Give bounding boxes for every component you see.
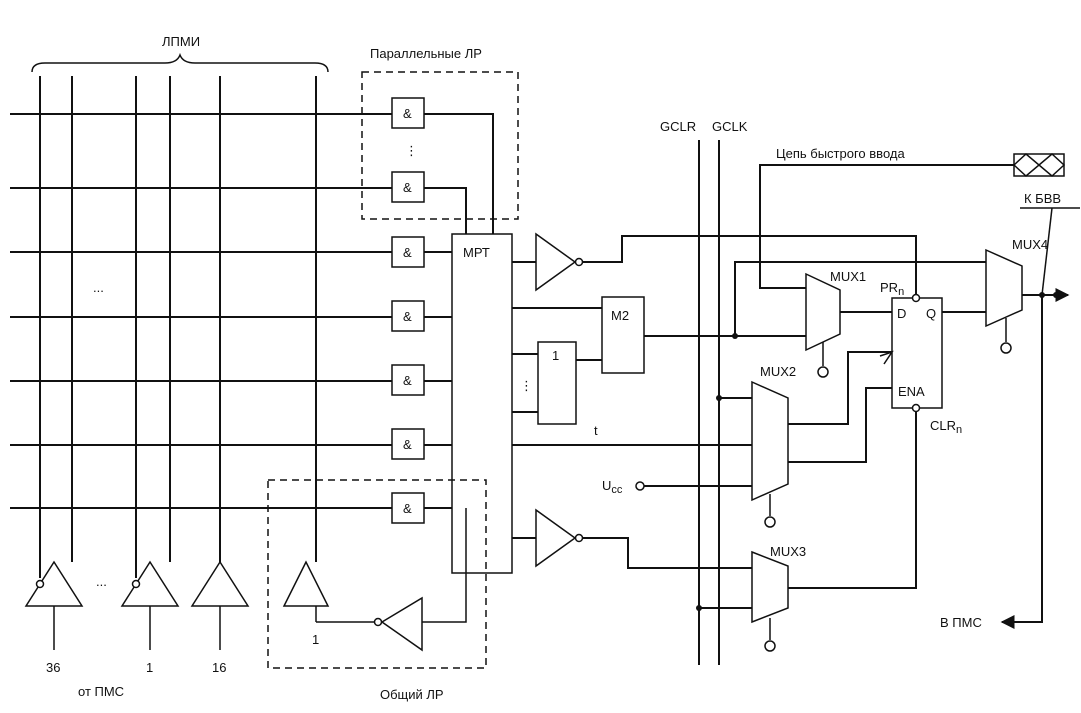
ucc-terminal	[635, 481, 645, 491]
ff-ena-label: ENA	[898, 384, 925, 399]
common-lr-box	[267, 479, 487, 669]
common-lr-label: Общий ЛР	[380, 687, 444, 702]
input-buffer-36	[24, 560, 84, 650]
label-36: 36	[46, 660, 60, 675]
label-1: 1	[146, 660, 153, 675]
ff-clr-bubble	[911, 403, 921, 413]
dots-buffers: ...	[96, 574, 107, 589]
and-gate-labels: & & & & & & &	[403, 106, 412, 516]
mux4	[985, 248, 1023, 354]
input-buffer-1	[120, 560, 180, 650]
mux2	[751, 380, 789, 528]
fast-input-label: Цепь быстрого ввода	[776, 146, 905, 161]
input-lines	[39, 76, 317, 578]
or-gate-inputs	[512, 353, 602, 413]
mux1-feedback	[734, 261, 986, 336]
label-inv-one: 1	[312, 632, 319, 647]
dots-or: ⋮	[520, 378, 533, 393]
lpmi-label: ЛПМИ	[162, 34, 200, 49]
lower-inverter	[512, 508, 752, 569]
parallel-lr-label: Параллельные ЛР	[370, 46, 482, 61]
m2-block	[601, 296, 645, 374]
fast-input-wire	[759, 164, 1014, 289]
ff-pr-bubble	[911, 293, 921, 303]
input-buffer-feedback	[282, 560, 376, 623]
mux2-to-ena	[788, 387, 892, 463]
gclr-label: GCLR	[660, 119, 696, 134]
ff-pr-label: PRn	[880, 280, 904, 298]
svg-text:&: &	[403, 245, 412, 260]
lpmi-brace	[31, 52, 329, 73]
svg-text:&: &	[403, 501, 412, 516]
common-lr-inverter	[373, 508, 467, 652]
upper-inverter	[512, 232, 917, 298]
from-pms-label: от ПМС	[78, 684, 124, 699]
mux3-to-clr	[788, 412, 917, 589]
mux2-to-clk	[788, 351, 892, 425]
parallel-lr-box	[361, 71, 519, 220]
t-label: t	[594, 423, 598, 438]
svg-text:&: &	[403, 437, 412, 452]
ff-q-label: Q	[926, 306, 936, 321]
v-pms-label: В ПМС	[940, 615, 982, 630]
svg-text:&: &	[403, 373, 412, 388]
or-gate	[537, 341, 577, 425]
ff-d-label: D	[897, 306, 906, 321]
mux2-label: MUX2	[760, 364, 796, 379]
svg-text:&: &	[403, 106, 412, 121]
dots-middle: ...	[93, 280, 104, 295]
input-buffer-16	[190, 560, 250, 650]
mux1	[805, 272, 841, 378]
to-pms-wire	[1000, 295, 1043, 629]
label-16: 16	[212, 660, 226, 675]
product-term-lines	[10, 113, 392, 509]
ff-clr-label: CLRn	[930, 418, 962, 436]
svg-text:&: &	[403, 309, 412, 324]
mux3	[751, 550, 789, 652]
mux1-label: MUX1	[830, 269, 866, 284]
mux3-label: MUX3	[770, 544, 806, 559]
fast-input-pad	[1013, 153, 1066, 177]
dots-parallel: ⋮	[405, 143, 418, 158]
ucc-label: Ucc	[602, 478, 623, 496]
mux4-label: MUX4	[1012, 237, 1048, 252]
mpt-block	[451, 233, 513, 574]
gclk-label: GCLK	[712, 119, 748, 134]
mpt-label: МРТ	[463, 245, 490, 260]
junction-out-2	[1053, 292, 1059, 298]
svg-text:&: &	[403, 180, 412, 195]
or-gate-label: 1	[552, 348, 559, 363]
k-bvv-label: К БВВ	[1024, 191, 1061, 206]
to-bvv-wire	[1041, 207, 1053, 296]
m2-label: M2	[611, 308, 629, 323]
ff-clock-wedge	[879, 350, 894, 365]
